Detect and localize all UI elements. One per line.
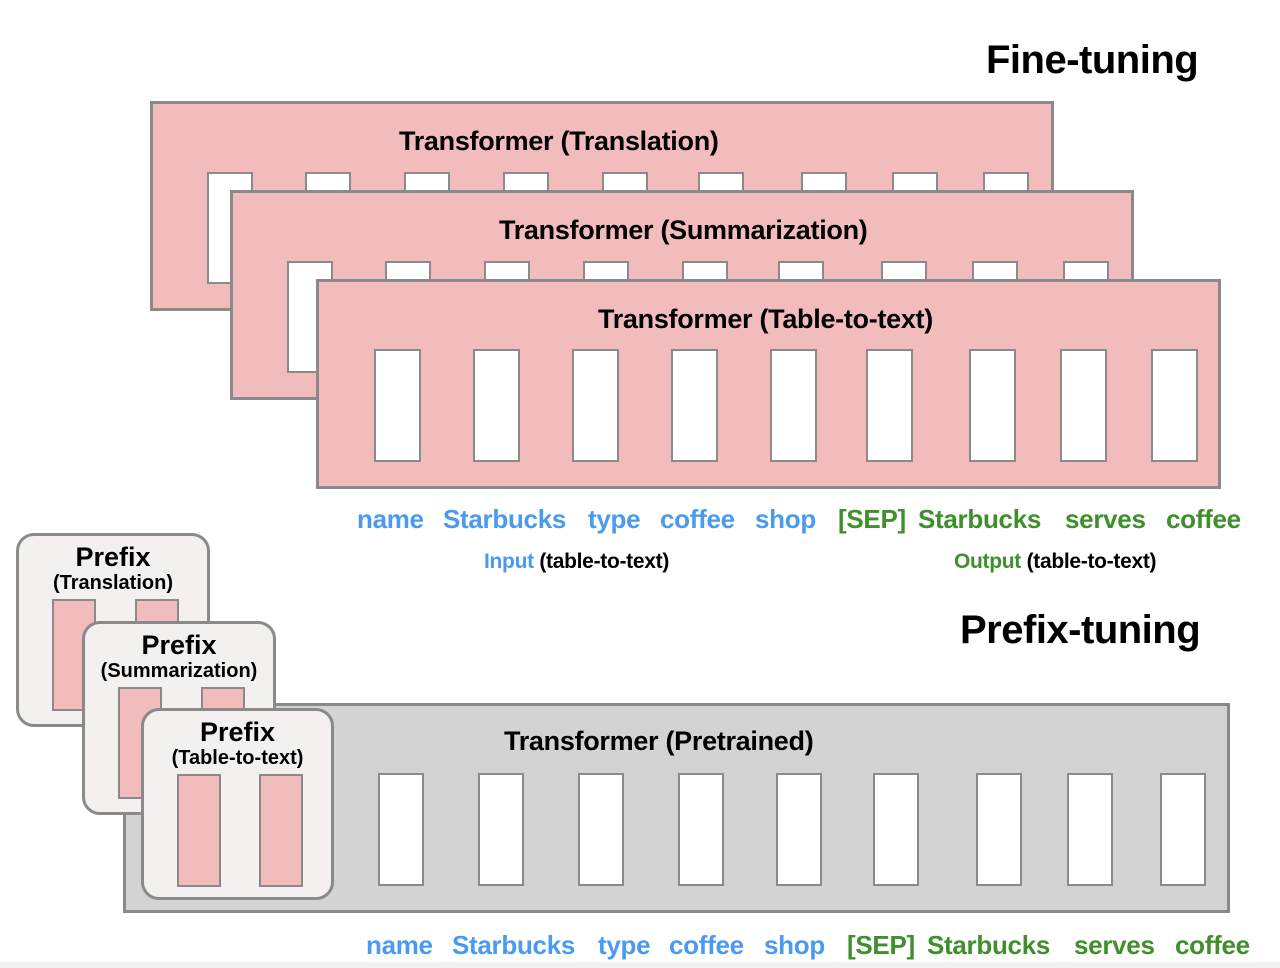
token-input: Starbucks — [443, 504, 567, 534]
token-slot — [866, 349, 913, 462]
token-input: name — [366, 930, 433, 960]
token-output: serves — [1074, 930, 1155, 960]
output-caption-word: Output — [954, 550, 1022, 573]
token-input: coffee — [669, 930, 744, 960]
token-slot — [671, 349, 718, 462]
token-slot — [770, 349, 817, 462]
token-slot — [976, 773, 1022, 886]
prefix-task: (Summarization) — [100, 660, 258, 682]
input-caption-word: Input — [484, 550, 534, 573]
token-input: type — [588, 504, 641, 534]
transformer-summarization-label: Transformer (Summarization) — [499, 215, 868, 245]
prefix-vector — [177, 774, 221, 887]
token-output: coffee — [1166, 504, 1241, 534]
token-slot — [1067, 773, 1113, 886]
bottom-edge — [0, 962, 1280, 968]
token-slot — [873, 773, 919, 886]
fine-tuning-heading: Fine-tuning — [986, 38, 1199, 82]
transformer-table-to-text: Transformer (Table-to-text) — [316, 279, 1221, 489]
token-output: Starbucks — [918, 504, 1042, 534]
token-input: Starbucks — [452, 930, 576, 960]
prefix-table-to-text: Prefix (Table-to-text) — [141, 708, 334, 900]
prefix-task: (Translation) — [52, 572, 173, 594]
prefix-title: Prefix — [141, 630, 217, 660]
prefix-vector — [259, 774, 303, 887]
input-caption-task: (table-to-text) — [539, 550, 670, 573]
token-input: shop — [764, 930, 825, 960]
token-slot — [578, 773, 624, 886]
token-input: coffee — [660, 504, 735, 534]
token-slot — [1060, 349, 1107, 462]
token-slot — [1160, 773, 1206, 886]
token-input: type — [598, 930, 651, 960]
prefix-title: Prefix — [75, 542, 151, 572]
token-slot — [1151, 349, 1198, 462]
prefix-tuning-heading: Prefix-tuning — [960, 608, 1201, 652]
transformer-table-to-text-label: Transformer (Table-to-text) — [598, 304, 933, 334]
token-output: [SEP] — [838, 504, 906, 534]
transformer-translation-label: Transformer (Translation) — [399, 126, 719, 156]
output-caption-task: (table-to-text) — [1026, 550, 1157, 573]
prefix-task: (Table-to-text) — [171, 747, 304, 769]
token-input: shop — [755, 504, 816, 534]
token-slot — [374, 349, 421, 462]
transformer-pretrained-label: Transformer (Pretrained) — [504, 726, 814, 756]
token-slot — [572, 349, 619, 462]
token-input: name — [357, 504, 424, 534]
token-output: [SEP] — [847, 930, 915, 960]
token-output: coffee — [1175, 930, 1250, 960]
token-output: Starbucks — [927, 930, 1051, 960]
token-slot — [378, 773, 424, 886]
output-caption: Output (table-to-text) — [954, 550, 1157, 574]
input-caption: Input (table-to-text) — [484, 550, 669, 574]
token-output: serves — [1065, 504, 1146, 534]
token-slot — [776, 773, 822, 886]
token-slot — [478, 773, 524, 886]
token-slot — [473, 349, 520, 462]
prefix-title: Prefix — [199, 717, 276, 747]
token-slot — [969, 349, 1016, 462]
token-slot — [678, 773, 724, 886]
